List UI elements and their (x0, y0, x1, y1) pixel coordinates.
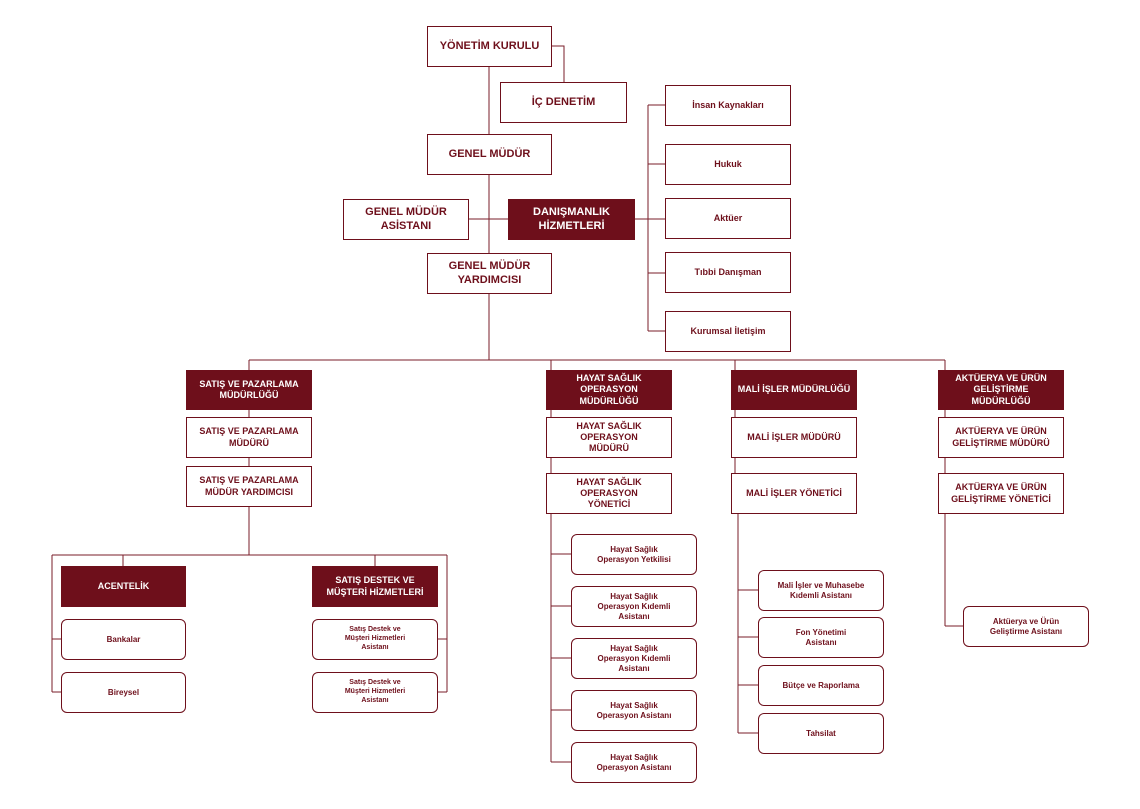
health-staff-item: Hayat Sağlık Operasyon Yetkilisi (571, 534, 697, 575)
consulting-unit-hr: İnsan Kaynakları (665, 85, 791, 126)
finance-executive-box: MALİ İŞLER YÖNETİCİ (731, 473, 857, 514)
sales-support-header: SATIŞ DESTEK VE MÜŞTERİ HİZMETLERİ (312, 566, 438, 607)
health-division-header: HAYAT SAĞLIK OPERASYON MÜDÜRLÜĞÜ (546, 370, 672, 410)
sales-deputy-box: SATIŞ VE PAZARLAMA MÜDÜR YARDIMCISI (186, 466, 312, 507)
sales-division-header: SATIŞ VE PAZARLAMA MÜDÜRLÜĞÜ (186, 370, 312, 410)
consulting-unit-legal: Hukuk (665, 144, 791, 185)
health-staff-item: Hayat Sağlık Operasyon Asistanı (571, 742, 697, 783)
finance-staff-item: Mali İşler ve Muhasebe Kıdemli Asistanı (758, 570, 884, 611)
finance-manager-box: MALİ İŞLER MÜDÜRÜ (731, 417, 857, 458)
health-staff-item: Hayat Sağlık Operasyon Kıdemli Asistanı (571, 586, 697, 627)
board-box: YÖNETİM KURULU (427, 26, 552, 67)
health-manager-box: HAYAT SAĞLIK OPERASYON MÜDÜRÜ (546, 417, 672, 458)
finance-staff-item: Bütçe ve Raporlama (758, 665, 884, 706)
health-executive-box: HAYAT SAĞLIK OPERASYON YÖNETİCİ (546, 473, 672, 514)
actuary-staff-item: Aktüerya ve Ürün Geliştirme Asistanı (963, 606, 1089, 647)
consulting-services-box: DANIŞMANLIK HİZMETLERİ (508, 199, 635, 240)
sales-support-item: Satış Destek ve Müşteri Hizmetleri Asist… (312, 619, 438, 660)
general-manager-box: GENEL MÜDÜR (427, 134, 552, 175)
finance-division-header: MALİ İŞLER MÜDÜRLÜĞÜ (731, 370, 857, 410)
agency-item-individual: Bireysel (61, 672, 186, 713)
actuary-manager-box: AKTÜERYA VE ÜRÜN GELİŞTİRME MÜDÜRÜ (938, 417, 1064, 458)
finance-staff-item: Tahsilat (758, 713, 884, 754)
actuary-division-header: AKTÜERYA VE ÜRÜN GELİŞTİRME MÜDÜRLÜĞÜ (938, 370, 1064, 410)
deputy-gm-box: GENEL MÜDÜR YARDIMCISI (427, 253, 552, 294)
sales-manager-box: SATIŞ VE PAZARLAMA MÜDÜRÜ (186, 417, 312, 458)
consulting-unit-communications: Kurumsal İletişim (665, 311, 791, 352)
actuary-executive-box: AKTÜERYA VE ÜRÜN GELİŞTİRME YÖNETİCİ (938, 473, 1064, 514)
health-staff-item: Hayat Sağlık Operasyon Asistanı (571, 690, 697, 731)
agency-item-banks: Bankalar (61, 619, 186, 660)
consulting-unit-medical: Tıbbi Danışman (665, 252, 791, 293)
internal-audit-box: İÇ DENETİM (500, 82, 627, 123)
sales-support-item: Satış Destek ve Müşteri Hizmetleri Asist… (312, 672, 438, 713)
agency-header: ACENTELİK (61, 566, 186, 607)
finance-staff-item: Fon Yönetimi Asistanı (758, 617, 884, 658)
health-staff-item: Hayat Sağlık Operasyon Kıdemli Asistanı (571, 638, 697, 679)
consulting-unit-actuary: Aktüer (665, 198, 791, 239)
gm-assistant-box: GENEL MÜDÜR ASİSTANI (343, 199, 469, 240)
